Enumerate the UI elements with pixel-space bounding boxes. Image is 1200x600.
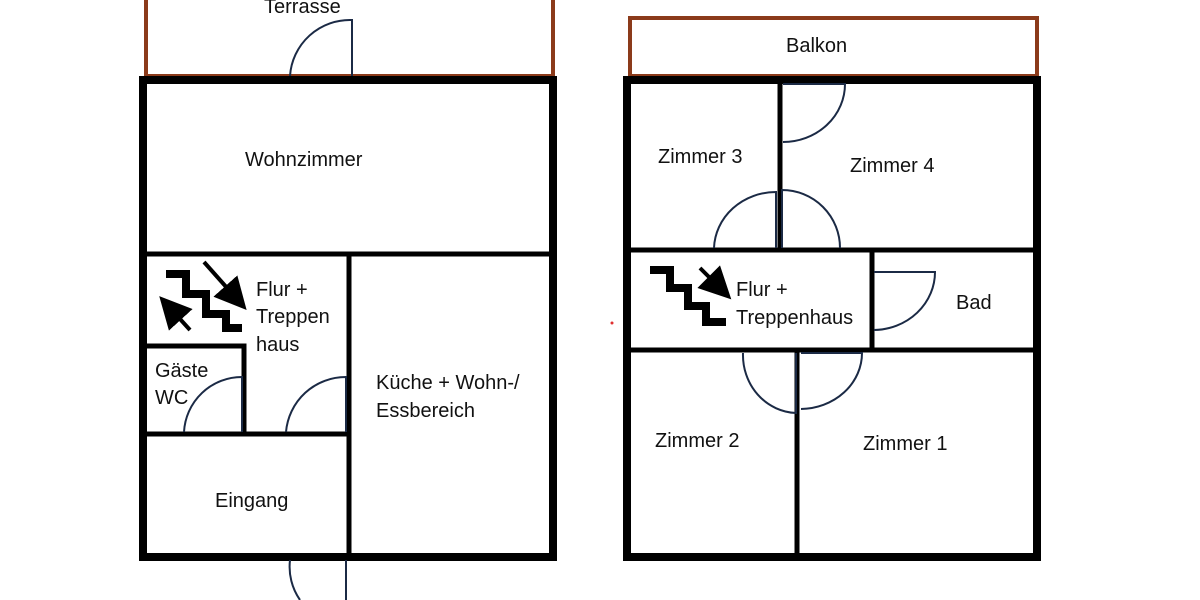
arrow-down-right-icon xyxy=(202,260,247,310)
marker-dot xyxy=(610,321,614,325)
room1-label: Zimmer 1 xyxy=(863,433,947,455)
guest-wc-door-icon xyxy=(183,375,243,433)
room4-balcony-door-icon xyxy=(782,83,847,143)
room4-door-icon xyxy=(781,188,841,249)
entrance-door-icon xyxy=(288,559,347,600)
entrance-label: Eingang xyxy=(215,490,288,512)
upper-floor-outer-wall xyxy=(623,76,1041,561)
bath-label: Bad xyxy=(956,292,992,314)
bath-door-icon xyxy=(873,271,937,331)
room2-label: Zimmer 2 xyxy=(655,430,739,452)
guest-wc-wall xyxy=(143,343,247,434)
room2-door-icon xyxy=(741,352,797,415)
room3-door-icon xyxy=(713,190,777,249)
kitchen-label: Küche + Wohn-/ Essbereich xyxy=(376,372,525,422)
balcony-label: Balkon xyxy=(786,35,847,57)
hall-door-icon xyxy=(285,375,347,433)
arrow-down-right-icon xyxy=(697,265,732,300)
terrace-area xyxy=(144,0,555,78)
terrace-label: Terrasse xyxy=(264,0,341,18)
hall-label: Flur + Treppen haus xyxy=(256,279,335,356)
terrace-outline xyxy=(144,0,555,76)
guest-wc-label: Gäste WC xyxy=(155,360,214,409)
living-room-label: Wohnzimmer xyxy=(245,149,363,171)
ground-floor-plan: Terrasse Wohnzimmer Flur + Treppen haus … xyxy=(139,0,557,600)
terrace-door-icon xyxy=(289,18,353,77)
upper-floor-plan: Balkon Zimmer 3 Zimmer 4 Flur + Treppenh… xyxy=(623,16,1041,561)
stairs-icon xyxy=(166,270,242,332)
stairs-icon xyxy=(650,266,726,326)
room1-door-icon xyxy=(800,352,864,410)
arrow-up-left-icon xyxy=(159,296,193,332)
room3-label: Zimmer 3 xyxy=(658,146,742,168)
upper-hall-label: Flur + Treppenhaus xyxy=(736,279,853,329)
room4-label: Zimmer 4 xyxy=(850,155,934,177)
